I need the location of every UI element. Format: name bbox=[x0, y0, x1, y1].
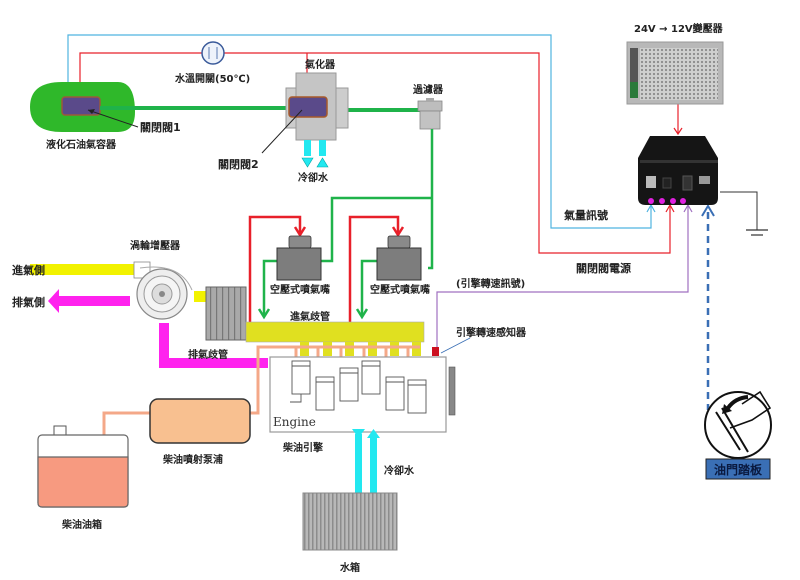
valve-power-label: 關閉閥電源 bbox=[576, 261, 631, 275]
throttle-pedal[interactable]: 油門踏板 bbox=[704, 390, 772, 480]
lpg-distribution-lines bbox=[257, 129, 434, 320]
port-rpm bbox=[680, 198, 686, 204]
injector-1-label: 空壓式噴氣嘴 bbox=[270, 283, 330, 296]
engine-en-label: Engine bbox=[273, 415, 316, 429]
exhaust-manifold-label: 排氣歧管 bbox=[188, 348, 228, 361]
water-temp-switch: 水溫開關(50℃) bbox=[174, 41, 250, 85]
port-valve bbox=[670, 198, 676, 204]
port-power bbox=[659, 198, 665, 204]
pedal-signal-arrow bbox=[701, 204, 715, 217]
rpm-sensor-label: 引擎轉速感知器 bbox=[456, 326, 527, 339]
injector-power-lines bbox=[248, 215, 405, 323]
rpm-sensor-pointer bbox=[440, 337, 471, 354]
turbocharger: 渦輪增壓器 進氣側 排氣側 排氣歧管 bbox=[12, 239, 268, 368]
rpm-signal-label: (引擎轉速訊號) bbox=[456, 277, 525, 290]
lpg-controller bbox=[638, 136, 718, 205]
lpg-tank: 液化石油氣容器 bbox=[30, 82, 135, 151]
coolant-in-arrow bbox=[316, 157, 329, 168]
intake-side-label: 進氣側 bbox=[12, 263, 45, 277]
valve1-pointer bbox=[87, 109, 139, 128]
diesel-pump-label: 柴油噴射泵浦 bbox=[162, 453, 223, 466]
filter: 過濾器 bbox=[412, 83, 444, 130]
exhaust-manifold-pipe bbox=[159, 323, 268, 368]
pedal-label-box bbox=[705, 458, 771, 480]
diesel-supply-line bbox=[102, 411, 150, 437]
diesel-tank-label: 柴油油箱 bbox=[61, 518, 102, 531]
controller-switch[interactable] bbox=[699, 176, 710, 184]
radiator: 水箱 bbox=[302, 492, 398, 574]
exhaust-side-label: 排氣側 bbox=[12, 295, 45, 309]
coolant-out-arrow bbox=[301, 157, 314, 168]
intake-manifold: 進氣歧管 bbox=[245, 310, 425, 356]
shutoff-valve-2-label: 關閉閥2 bbox=[218, 158, 259, 171]
intercooler bbox=[205, 286, 247, 341]
filter-label: 過濾器 bbox=[412, 83, 444, 96]
ground-wire bbox=[720, 191, 758, 230]
lpg-tank-label: 液化石油氣容器 bbox=[46, 138, 117, 151]
vaporizer-label: 氣化器 bbox=[305, 58, 336, 71]
shutoff-valve-2 bbox=[288, 96, 328, 118]
controller-icon bbox=[646, 176, 656, 188]
air-injector-1: 空壓式噴氣嘴 bbox=[270, 235, 330, 296]
water-temp-switch-label: 水溫開關(50℃) bbox=[174, 72, 250, 85]
flywheel bbox=[448, 366, 456, 416]
diesel-engine-label: 柴油引擎 bbox=[282, 441, 323, 454]
intake-pipe bbox=[30, 264, 135, 275]
voltage-converter: 24V → 12V變壓器 bbox=[626, 22, 724, 105]
throttle-pedal-label: 油門踏板 bbox=[714, 462, 763, 477]
converter-power-arrow bbox=[673, 127, 683, 136]
port-gas-signal bbox=[648, 198, 654, 204]
air-injector-2: 空壓式噴氣嘴 bbox=[370, 235, 430, 296]
diesel-engine: Engine 柴油引擎 bbox=[269, 347, 456, 454]
converter-label: 24V → 12V變壓器 bbox=[634, 22, 724, 35]
rpm-signal-line bbox=[436, 206, 689, 350]
coolant-lines: 冷卻水 bbox=[352, 429, 415, 494]
gas-signal-label: 氣量訊號 bbox=[564, 208, 608, 222]
signal-lines bbox=[67, 34, 768, 410]
diesel-tank: 柴油油箱 bbox=[37, 425, 129, 531]
intake-manifold-label: 進氣歧管 bbox=[290, 310, 330, 323]
exhaust-arrow bbox=[48, 289, 59, 313]
diesel-pump: 柴油噴射泵浦 bbox=[149, 398, 251, 466]
injector-2-label: 空壓式噴氣嘴 bbox=[370, 283, 430, 296]
valve-power-line bbox=[79, 52, 671, 254]
coolant-top-label: 冷卻水 bbox=[298, 171, 329, 184]
exhaust-pipe bbox=[58, 296, 130, 306]
radiator-label: 水箱 bbox=[339, 561, 360, 574]
turbocharger-label: 渦輪增壓器 bbox=[130, 239, 181, 252]
valve2-pointer bbox=[261, 109, 303, 154]
coolant-bottom-label: 冷卻水 bbox=[384, 464, 415, 477]
rpm-sensor bbox=[432, 347, 439, 356]
vaporizer: 氣化器 冷卻水 bbox=[285, 58, 349, 184]
gas-signal-line bbox=[67, 34, 652, 229]
shutoff-valve-1-label: 關閉閥1 bbox=[140, 121, 181, 134]
